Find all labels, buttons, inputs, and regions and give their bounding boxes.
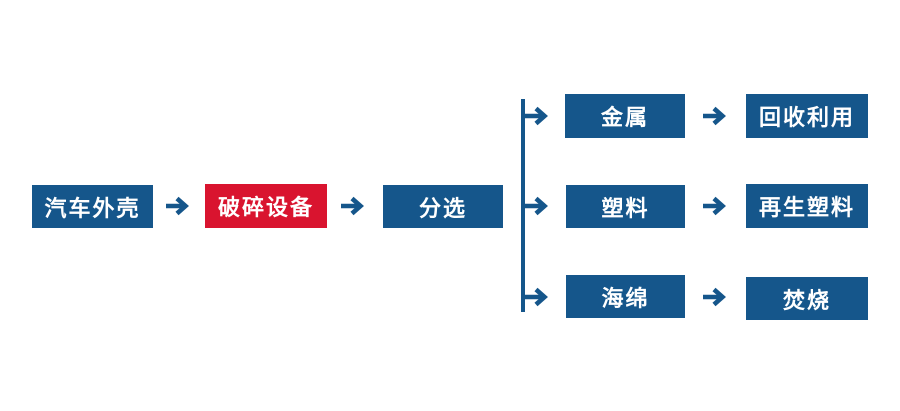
node-sponge: 海绵 [566,275,685,318]
node-crushing-equipment-label: 破碎设备 [217,195,314,220]
node-car-shell-label: 汽车外壳 [44,195,141,221]
node-incineration: 焚烧 [746,277,868,320]
arrow-right-icon [703,287,726,307]
arrow-right-icon [525,196,548,216]
node-recycling-label: 回收利用 [758,105,855,130]
branch-connector-line [521,99,525,312]
arrow-right-icon [341,196,364,216]
arrow-right-icon [703,106,726,126]
node-sponge-label: 海绵 [601,285,650,311]
arrow-right-icon [166,196,189,216]
node-recycling: 回收利用 [746,94,868,138]
node-sorting-label: 分选 [418,195,467,221]
node-plastic: 塑料 [566,185,685,228]
node-crushing-equipment: 破碎设备 [205,184,327,228]
arrow-right-icon [525,106,548,126]
arrow-right-icon [703,196,726,216]
node-recycled-plastic: 再生塑料 [746,184,868,228]
arrow-right-icon [525,287,548,307]
node-metal-label: 金属 [600,105,649,130]
node-recycled-plastic-label: 再生塑料 [758,195,855,220]
node-incineration-label: 焚烧 [782,287,831,313]
node-car-shell: 汽车外壳 [32,185,153,228]
node-metal: 金属 [565,94,685,138]
node-sorting: 分选 [383,185,503,228]
node-plastic-label: 塑料 [601,195,650,221]
